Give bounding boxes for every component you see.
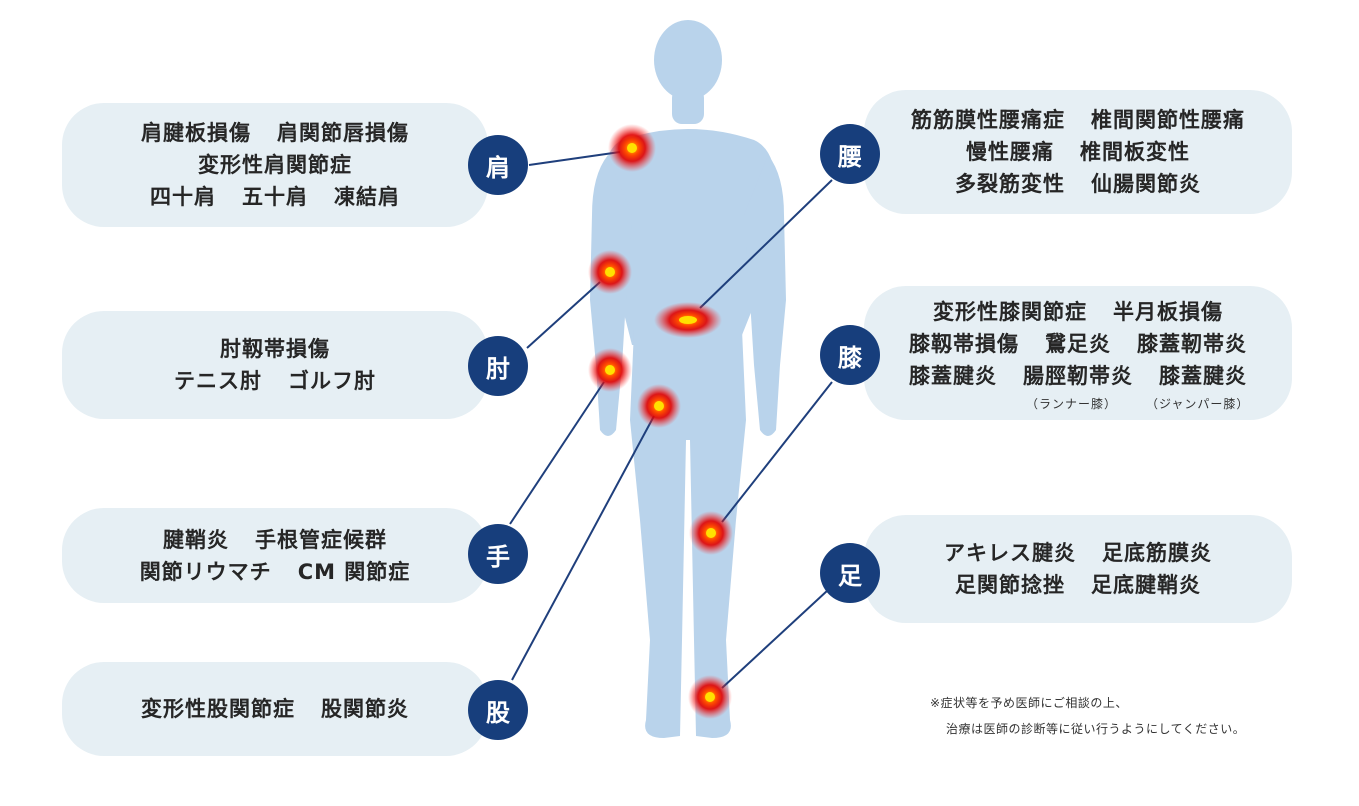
condition-item: 仙腸関節炎 bbox=[1091, 172, 1201, 196]
condition-item: 関節リウマチ bbox=[139, 559, 272, 584]
region-badge-waist: 腰 bbox=[820, 124, 880, 184]
condition-line: 肩腱板損傷 肩関節唇損傷 bbox=[141, 117, 409, 149]
condition-item: 変形性膝関節症 bbox=[933, 300, 1087, 324]
condition-line: 変形性肩関節症 bbox=[198, 149, 352, 181]
condition-subnote: （ランナー膝） bbox=[1026, 397, 1118, 411]
region-badge-shoulder: 肩 bbox=[468, 135, 528, 195]
condition-item: 慢性腰痛 bbox=[966, 140, 1054, 164]
condition-line: テニス肘 ゴルフ肘 bbox=[174, 365, 376, 397]
condition-line: 筋筋膜性腰痛症 椎間関節性腰痛 bbox=[911, 104, 1245, 136]
condition-line: 膝靱帯損傷 鵞足炎 膝蓋靭帯炎 bbox=[909, 328, 1247, 360]
connector-elbow bbox=[526, 281, 601, 349]
condition-item: 肩腱板損傷 bbox=[141, 121, 251, 145]
condition-line: アキレス腱炎 足底筋膜炎 bbox=[944, 537, 1212, 569]
condition-item: 多裂筋変性 bbox=[955, 172, 1065, 196]
hotspot-core-waist bbox=[679, 316, 697, 324]
condition-item: CM 関節症 bbox=[297, 559, 411, 584]
condition-item: 肩関節唇損傷 bbox=[277, 121, 409, 145]
condition-item: 腸脛靭帯炎 bbox=[1023, 364, 1133, 388]
condition-item: 椎間板変性 bbox=[1080, 140, 1190, 164]
condition-panel-shoulder: 肩腱板損傷 肩関節唇損傷変形性肩関節症四十肩 五十肩 凍結肩 bbox=[62, 103, 488, 227]
condition-line: 関節リウマチ CM 関節症 bbox=[140, 556, 411, 588]
condition-line: 足関節捻挫 足底腱鞘炎 bbox=[955, 569, 1201, 601]
condition-item: 肘靱帯損傷 bbox=[220, 337, 330, 361]
condition-panel-knee: 変形性膝関節症 半月板損傷膝靱帯損傷 鵞足炎 膝蓋靭帯炎膝蓋腱炎 腸脛靭帯炎 膝蓋腱炎 bbox=[864, 286, 1292, 420]
condition-item: 股関節炎 bbox=[321, 697, 409, 721]
hotspot-core-foot bbox=[705, 692, 715, 702]
hotspot-core-hip bbox=[654, 401, 664, 411]
condition-line: 多裂筋変性 仙腸関節炎 bbox=[955, 168, 1201, 200]
condition-item: 足底筋膜炎 bbox=[1102, 541, 1212, 565]
condition-line: 腱鞘炎 手根管症候群 bbox=[163, 524, 387, 556]
condition-item: 椎間関節性腰痛 bbox=[1091, 108, 1245, 132]
condition-item: 変形性股関節症 bbox=[141, 697, 295, 721]
condition-item: 五十肩 bbox=[242, 185, 308, 209]
footnote-line-1: ※症状等を予め医師にご相談の上、 bbox=[930, 696, 1128, 710]
connector-waist bbox=[699, 179, 833, 309]
connector-knee bbox=[721, 381, 833, 523]
connector-foot bbox=[721, 589, 829, 689]
condition-panel-hand: 腱鞘炎 手根管症候群関節リウマチ CM 関節症 bbox=[62, 508, 488, 603]
hotspot-core-elbow bbox=[605, 267, 615, 277]
hotspot-core-shoulder bbox=[627, 143, 637, 153]
condition-item: 手根管症候群 bbox=[255, 527, 387, 552]
connector-shoulder bbox=[528, 151, 621, 166]
hotspot-core-hand bbox=[605, 365, 615, 375]
condition-panel-waist: 筋筋膜性腰痛症 椎間関節性腰痛慢性腰痛 椎間板変性多裂筋変性 仙腸関節炎 bbox=[864, 90, 1292, 214]
region-badge-knee: 膝 bbox=[820, 325, 880, 385]
condition-line: 四十肩 五十肩 凍結肩 bbox=[150, 181, 400, 213]
condition-subnote: （ジャンパー膝） bbox=[1146, 397, 1250, 411]
condition-panel-elbow: 肘靱帯損傷テニス肘 ゴルフ肘 bbox=[62, 311, 488, 419]
condition-item: 四十肩 bbox=[150, 185, 216, 209]
condition-item: アキレス腱炎 bbox=[944, 541, 1076, 565]
condition-item: テニス肘 bbox=[174, 369, 262, 393]
condition-line: 変形性膝関節症 半月板損傷 bbox=[933, 296, 1223, 328]
footnote-line-2: 治療は医師の診断等に従い行うようにしてください。 bbox=[946, 722, 1246, 736]
condition-item: 膝靱帯損傷 bbox=[909, 332, 1019, 356]
region-badge-hip: 股 bbox=[468, 680, 528, 740]
condition-item: ゴルフ肘 bbox=[288, 369, 376, 393]
region-badge-hand: 手 bbox=[468, 524, 528, 584]
condition-line: 肘靱帯損傷 bbox=[220, 333, 330, 365]
condition-line: 慢性腰痛 椎間板変性 bbox=[966, 136, 1190, 168]
region-badge-elbow: 肘 bbox=[468, 336, 528, 396]
condition-line: 変形性股関節症 股関節炎 bbox=[141, 693, 409, 725]
condition-item: 膝蓋靭帯炎 bbox=[1137, 332, 1247, 356]
condition-item: 足関節捻挫 bbox=[955, 573, 1065, 597]
human-body-silhouette bbox=[590, 20, 786, 738]
condition-item: 膝蓋腱炎 bbox=[1159, 364, 1247, 388]
condition-line: 膝蓋腱炎 腸脛靭帯炎 膝蓋腱炎 bbox=[909, 360, 1247, 392]
hotspot-core-knee bbox=[706, 528, 716, 538]
connector-hand bbox=[509, 381, 605, 525]
condition-item: 凍結肩 bbox=[334, 185, 400, 209]
region-badge-foot: 足 bbox=[820, 543, 880, 603]
condition-item: 鵞足炎 bbox=[1045, 332, 1111, 356]
condition-item: 変形性肩関節症 bbox=[198, 153, 352, 177]
condition-panel-hip: 変形性股関節症 股関節炎 bbox=[62, 662, 488, 756]
condition-item: 筋筋膜性腰痛症 bbox=[911, 108, 1065, 132]
condition-panel-foot: アキレス腱炎 足底筋膜炎足関節捻挫 足底腱鞘炎 bbox=[864, 515, 1292, 623]
condition-item: 膝蓋腱炎 bbox=[909, 364, 997, 388]
condition-item: 腱鞘炎 bbox=[163, 527, 229, 552]
condition-item: 足底腱鞘炎 bbox=[1091, 573, 1201, 597]
condition-item: 半月板損傷 bbox=[1113, 300, 1223, 324]
connector-hip bbox=[511, 415, 655, 681]
